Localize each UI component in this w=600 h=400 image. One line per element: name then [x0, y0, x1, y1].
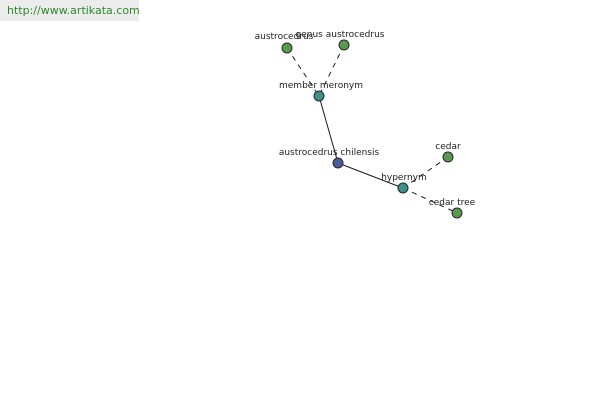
edge-member-meronym-to-austrocedrus-chilensis	[318, 95, 339, 164]
label-genus-austrocedrus: genus austrocedrus	[296, 30, 385, 40]
label-austrocedrus: austrocedrus	[255, 32, 314, 42]
label-hypernym: hypernym	[381, 173, 427, 183]
label-austrocedrus-chilensis: austrocedrus chilensis	[279, 148, 380, 158]
label-cedar-tree: cedar tree	[429, 198, 476, 208]
node-cedar[interactable]	[442, 151, 454, 163]
node-genus-austrocedrus[interactable]	[338, 39, 350, 51]
label-member-meronym: member meronym	[279, 81, 363, 91]
node-hypernym[interactable]	[397, 182, 409, 194]
node-cedar-tree[interactable]	[451, 207, 463, 219]
graph-nodes	[281, 39, 463, 219]
node-austrocedrus-chilensis[interactable]	[332, 157, 344, 169]
site-url-link[interactable]: http://www.artikata.com	[7, 4, 140, 17]
label-cedar: cedar	[435, 142, 461, 152]
node-member-meronym[interactable]	[313, 90, 325, 102]
url-banner: http://www.artikata.com	[0, 0, 140, 21]
edge-austrocedrus-chilensis-to-hypernym	[337, 162, 404, 189]
node-austrocedrus[interactable]	[281, 42, 293, 54]
graph-edges	[286, 44, 458, 214]
